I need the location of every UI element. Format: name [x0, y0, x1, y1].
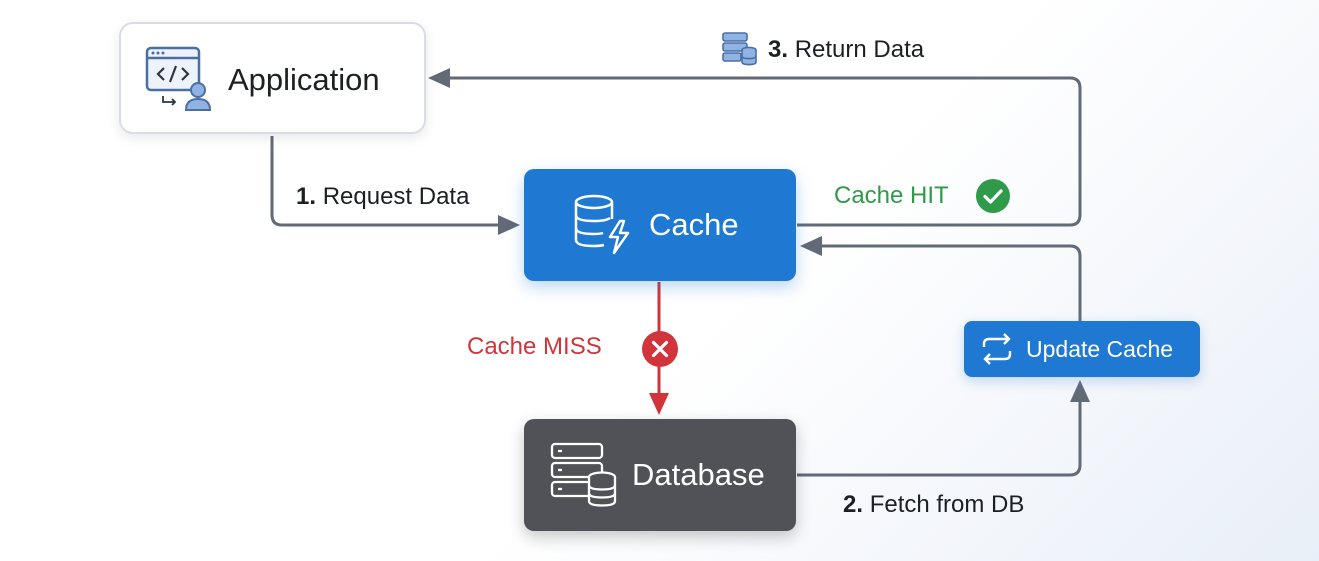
fetch-from-db-text: Fetch from DB	[869, 491, 1025, 518]
request-data-label: 1. Request Data	[296, 183, 469, 211]
update-cache-arrowhead	[800, 236, 822, 256]
database-label: Database	[632, 457, 765, 492]
update-cache-arrow	[812, 244, 1082, 321]
fetch-from-db-arrow	[797, 392, 1082, 477]
return-data-arrow	[434, 76, 1082, 227]
fetch-from-db-arrowhead	[1070, 380, 1090, 402]
request-data-arrowhead	[498, 215, 520, 235]
application-node: Application	[119, 22, 426, 134]
cache-node: Cache	[524, 169, 796, 281]
code-window-user-icon	[145, 46, 212, 111]
fetch-from-db-label: 2. Fetch from DB	[843, 491, 1024, 519]
update-cache-node: Update Cache	[964, 321, 1200, 377]
cache-hit-label: Cache HIT	[834, 182, 949, 209]
server-database-icon	[550, 442, 617, 507]
check-circle-icon	[976, 179, 1010, 213]
database-lightning-icon	[574, 194, 630, 255]
return-data-text: Return Data	[794, 36, 925, 63]
update-cache-label: Update Cache	[1026, 336, 1174, 362]
x-circle-icon	[642, 331, 678, 367]
fetch-from-db-step: 2.	[843, 491, 864, 518]
application-label: Application	[228, 62, 380, 97]
request-data-arrow	[270, 136, 516, 227]
cache-label: Cache	[649, 207, 739, 242]
database-node: Database	[524, 419, 796, 531]
refresh-icon	[982, 333, 1012, 365]
cache-miss-label: Cache MISS	[467, 333, 602, 360]
request-data-step: 1.	[296, 183, 317, 210]
return-data-arrowhead	[428, 68, 450, 88]
server-database-small-icon	[722, 32, 757, 66]
request-data-text: Request Data	[322, 183, 470, 210]
cache-miss-arrowhead	[649, 393, 669, 415]
return-data-label: 3. Return Data	[768, 36, 924, 64]
return-data-step: 3.	[768, 36, 789, 63]
